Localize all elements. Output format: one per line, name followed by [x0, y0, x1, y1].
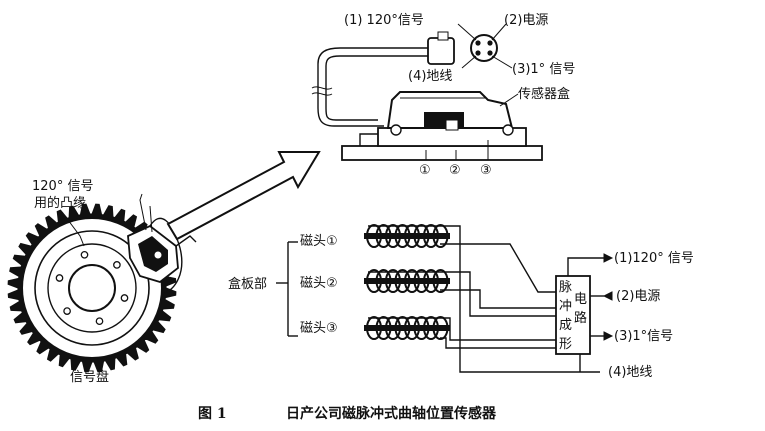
magnetic-head-coil-2: [364, 269, 450, 293]
head2-label: 磁头②: [300, 276, 338, 291]
bolt-hole: [120, 294, 129, 302]
gear-hub-inner: [47, 243, 137, 333]
cam-label-line2: 用的凸缘: [34, 195, 86, 211]
cam-pointer: [61, 211, 85, 247]
coil-core: [364, 233, 450, 239]
bolt-hole: [113, 261, 121, 269]
sensor-box-label: 传感器盒: [518, 86, 570, 102]
sensor-cable: [311, 31, 455, 127]
gear-bolt-holes: [55, 250, 129, 326]
coil-core: [364, 278, 450, 284]
board-label: 盒板部: [228, 276, 267, 292]
connector-pin1-label: (1) 120°信号: [344, 13, 424, 28]
head3-label: 磁头③: [300, 321, 338, 336]
figure-title: 日产公司磁脉冲式曲轴位置传感器: [286, 405, 497, 422]
connector-pin2-label: (2)电源: [504, 13, 548, 28]
output-ground-label: (4)地线: [608, 365, 652, 380]
mounted-sensor: [127, 193, 197, 295]
bolt-hole: [63, 307, 71, 315]
sensor-marker-3: ③: [480, 163, 492, 178]
shaping-char-1: 脉: [559, 280, 572, 295]
shaping-char-2: 冲: [559, 299, 572, 314]
shaping-char-4: 形: [559, 337, 572, 352]
bolt-hole: [95, 317, 104, 326]
connector-pin4-label: (4)地线: [408, 69, 452, 84]
output-1deg-label: (3)1°信号: [614, 329, 673, 344]
shaping-char-3: 成: [559, 318, 572, 333]
circuit-char-1: 电: [574, 292, 587, 307]
zoom-arrow: [166, 151, 321, 241]
gear-hub-ring: [34, 230, 150, 346]
connector-face: [457, 23, 513, 69]
connector-pin3-label: (3)1° 信号: [512, 62, 575, 77]
output-power-label: (2)电源: [616, 289, 660, 304]
bolt-hole: [55, 274, 64, 282]
circuit-char-2: 路: [574, 310, 587, 326]
gear-center-bore: [68, 264, 116, 312]
magnetic-head-coil-3: [364, 316, 450, 340]
signal-plate-label: 信号盘: [70, 369, 109, 385]
output-120-label: (1)120° 信号: [614, 251, 694, 266]
bolt-hole: [80, 250, 89, 259]
circuit-diagram: [276, 224, 614, 373]
sensor-marker-1: ①: [419, 163, 431, 178]
sensor-box-pointer: [499, 93, 519, 107]
sensor-box: [341, 91, 543, 161]
figure-number: 图 1: [198, 406, 227, 422]
cam-label-line1: 120° 信号: [32, 179, 93, 194]
sensor-marker-2: ②: [449, 163, 461, 178]
coil-core: [364, 325, 450, 331]
head1-label: 磁头①: [300, 234, 338, 249]
magnetic-head-coil-1: [364, 224, 450, 248]
